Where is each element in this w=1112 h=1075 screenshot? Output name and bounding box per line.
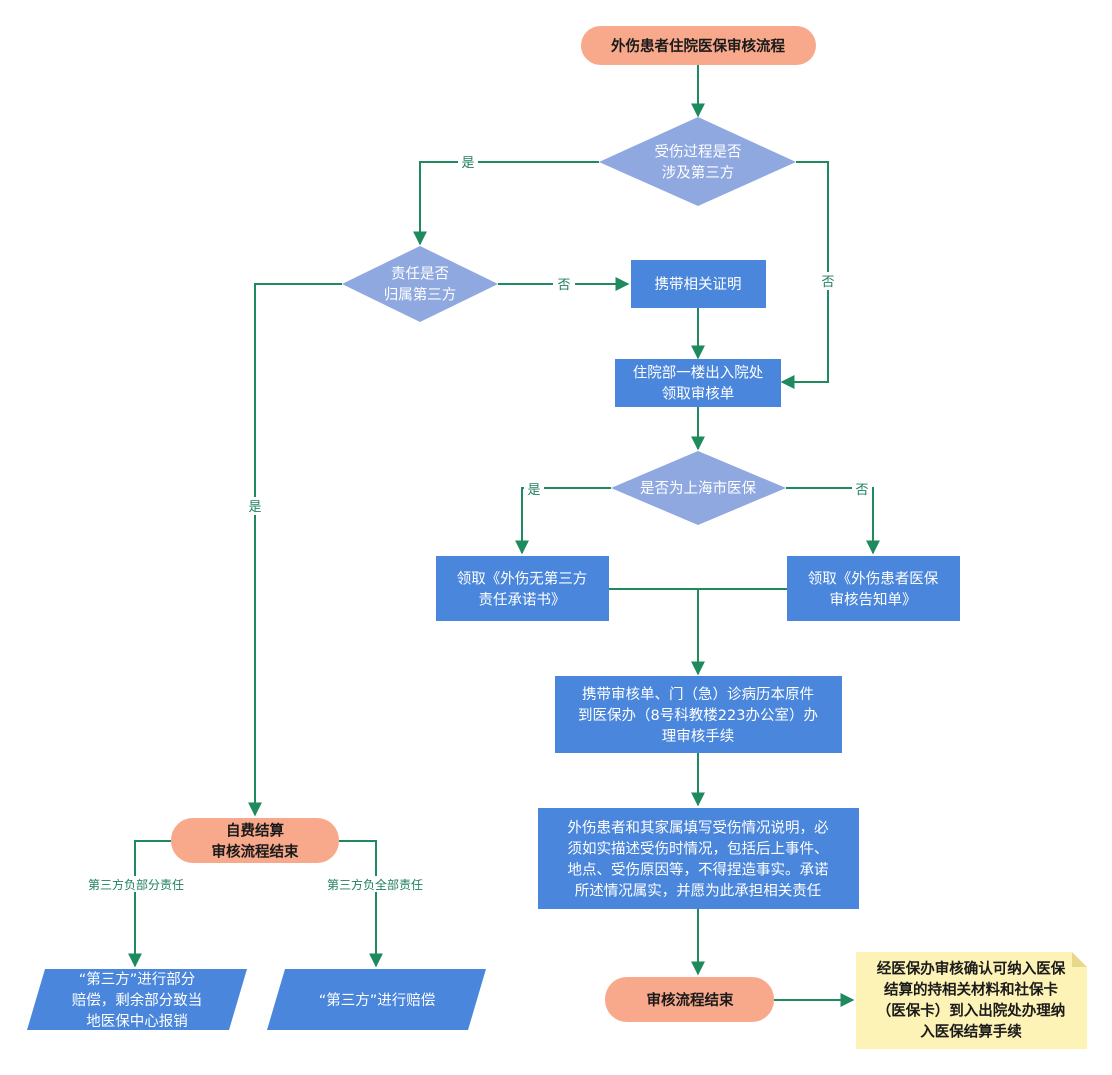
process-commitment-letter (436, 556, 609, 621)
text-line: 地医保中心报销 (86, 1013, 188, 1030)
terminal-review-end (605, 977, 774, 1022)
text-line: 结算的持相关材料和社保卡 (884, 981, 1058, 999)
text-line: 携带相关证明 (655, 276, 742, 293)
text-line: 责任是否 (391, 266, 449, 283)
terminal-self-pay-end (171, 818, 339, 863)
text-line: 审核告知单》 (830, 592, 917, 609)
edge-label-yes-responsibility: 是 (248, 500, 261, 515)
edge-label-no-responsibility: 否 (557, 278, 570, 293)
text-line: 所述情况属实，并愿为此承担相关责任 (575, 883, 822, 900)
process-get-form-label: 住院部一楼出入院处领取审核单 (633, 365, 764, 403)
text-line: 须如实描述受伤时情况，包括后上事件、 (568, 841, 829, 858)
edge-label-no-third-party: 否 (821, 275, 834, 290)
io-full-compensation-label: “第三方”进行赔偿 (319, 991, 436, 1009)
process-bring-proof-label: 携带相关证明 (655, 276, 742, 293)
terminal-self-pay-end-label: 自费结算审核流程结束 (212, 822, 299, 861)
note-box (856, 952, 1087, 1049)
text-line: 到医保办（8号科教楼223办公室）办 (578, 707, 818, 724)
start-terminal-label: 外伤患者住院医保审核流程 (611, 37, 785, 55)
edge-label-yes-shanghai: 是 (527, 483, 540, 498)
process-submit-docs (555, 676, 842, 753)
text-line: 经医保办审核确认可纳入医保 (877, 960, 1066, 978)
decision-shanghai (611, 451, 786, 525)
decision-responsibility-label: 责任是否归属第三方 (384, 266, 457, 304)
process-fill-statement-label: 外伤患者和其家属填写受伤情况说明，必须如实描述受伤时情况，包括后上事件、地点、受… (568, 820, 829, 900)
text-line: 入医保结算手续 (920, 1023, 1022, 1041)
process-fill-statement (538, 808, 859, 909)
text-line: 领取《外伤患者医保 (808, 571, 939, 588)
text-line: 住院部一楼出入院处 (633, 365, 764, 382)
edge-self-pay-to-partial (128, 840, 171, 968)
text-line: 涉及第三方 (662, 164, 735, 182)
edge-label-partial-responsibility: 第三方负部分责任 (88, 877, 184, 892)
note-label: 经医保办审核确认可纳入医保结算的持相关材料和社保卡 （医保卡）到入出院处办理纳入医… (877, 960, 1066, 1041)
nodes: 外伤患者住院医保审核流程 受伤过程是否涉及第三方 责任是否归属第三方 携带相关证… (27, 26, 1087, 1049)
decision-shanghai-label: 是否为上海市医保 (640, 480, 756, 497)
decision-responsibility (342, 246, 498, 322)
process-submit-docs-label: 携带审核单、门（急）诊病历本原件到医保办（8号科教楼223办公室）办理审核手续 (578, 686, 818, 745)
io-full-compensation (267, 969, 486, 1030)
text-line: （医保卡）到入出院处办理纳 (877, 1002, 1066, 1020)
process-commitment-letter-label: 领取《外伤无第三方责任承诺书》 (457, 570, 588, 609)
text-line: 审核流程结束 (212, 843, 299, 861)
edge-labels: 是 否 否 是 是 否 第三方负部分责任 第三方负全部责任 (84, 153, 872, 892)
edge-label-no-shanghai: 否 (855, 483, 868, 498)
edge-label-yes-third-party: 是 (461, 156, 474, 171)
edge-q-shanghai-no (786, 487, 880, 555)
text-line: 赔偿，剩余部分致当 (72, 991, 203, 1009)
process-bring-proof (631, 260, 766, 308)
edges (128, 65, 880, 1007)
text-line: 携带审核单、门（急）诊病历本原件 (582, 686, 814, 703)
text-line: 外伤患者住院医保审核流程 (611, 37, 785, 55)
start-terminal (581, 26, 816, 65)
edge-q-responsibility-yes (248, 283, 342, 817)
process-get-form (615, 359, 781, 407)
edge-q-third-party-yes (413, 161, 599, 246)
io-partial-compensation-label: “第三方”进行部分赔偿，剩余部分致当地医保中心报销 (72, 970, 203, 1030)
edge-label-full-responsibility: 第三方负全部责任 (327, 877, 423, 892)
text-line: 受伤过程是否 (655, 144, 742, 161)
process-notice-letter-label: 领取《外伤患者医保审核告知单》 (808, 571, 939, 609)
text-line: 归属第三方 (384, 286, 457, 304)
io-partial-compensation (27, 969, 247, 1030)
text-line: 责任承诺书》 (479, 592, 566, 609)
note-fold (1072, 952, 1087, 967)
text-line: 审核流程结束 (647, 991, 734, 1009)
edge-self-pay-to-full (339, 840, 383, 968)
text-line: 领取《外伤无第三方 (457, 570, 588, 588)
text-line: 是否为上海市医保 (640, 480, 756, 497)
text-line: 外伤患者和其家属填写受伤情况说明，必 (568, 820, 829, 837)
text-line: 理审核手续 (662, 728, 735, 745)
text-line: 领取审核单 (662, 386, 735, 403)
decision-third-party (599, 117, 796, 206)
text-line: 自费结算 (226, 822, 284, 840)
text-line: “第三方”进行赔偿 (319, 991, 436, 1009)
process-notice-letter (787, 556, 960, 621)
decision-third-party-label: 受伤过程是否涉及第三方 (655, 144, 742, 182)
text-line: 地点、受伤原因等，不得捏造事实。承诺 (568, 861, 829, 879)
edge-q-shanghai-yes (515, 487, 611, 555)
terminal-review-end-label: 审核流程结束 (647, 991, 734, 1009)
text-line: “第三方”进行部分 (79, 970, 196, 988)
